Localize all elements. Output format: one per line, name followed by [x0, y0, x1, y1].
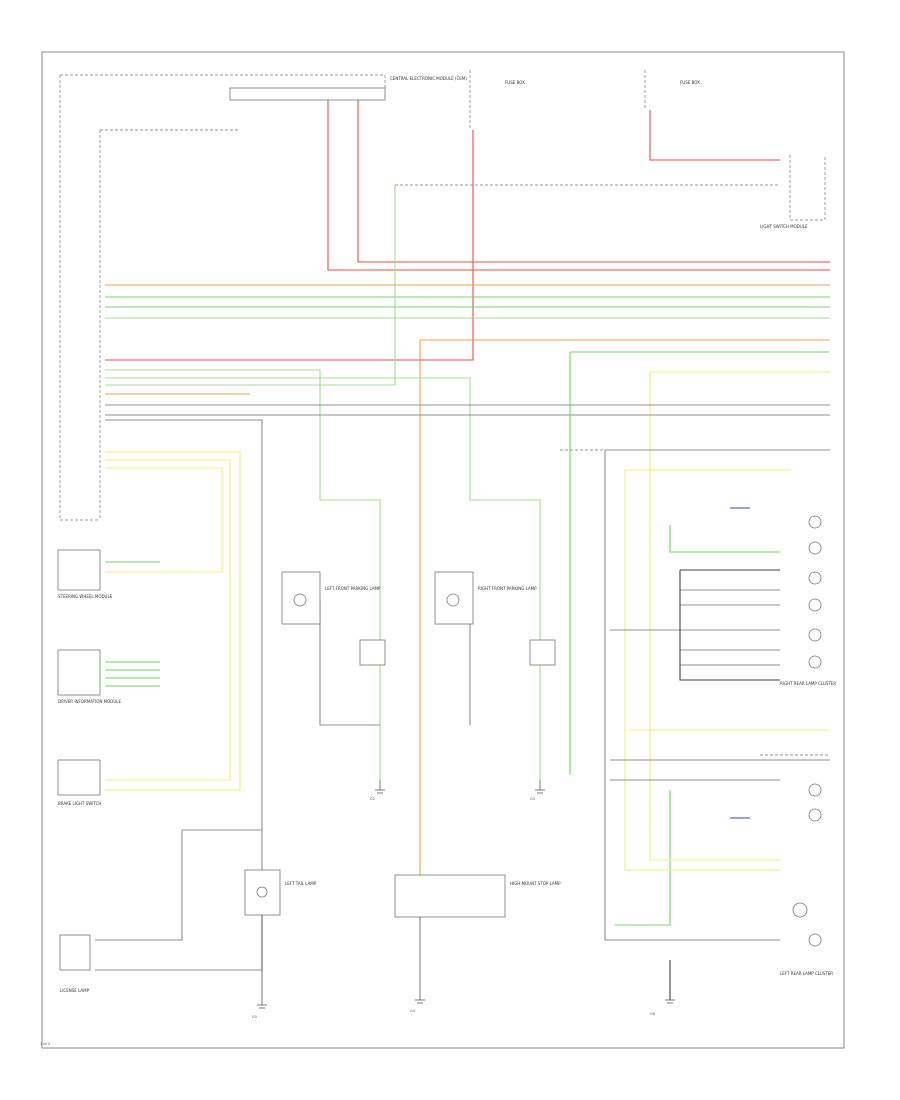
- green-wire-right-lamp: [105, 377, 541, 780]
- green-wire-top: [105, 185, 396, 386]
- yellow-wire-right-1: [649, 371, 830, 861]
- yellow-wire-3: [105, 467, 223, 573]
- green-wire-rear-1: [669, 525, 780, 553]
- gray-wire-left-down: [95, 419, 263, 971]
- ground-2-label: G3: [530, 797, 535, 801]
- central-module-inner: [99, 129, 240, 520]
- gray-wire-right-down: [604, 449, 830, 941]
- rear-bulb-4-icon: [808, 598, 822, 612]
- light-switch-boundary: [789, 155, 826, 221]
- ground-high-mount-icon: [415, 917, 425, 1004]
- central-module-label: CENTRAL ELECTRONIC MODULE (CEM): [390, 76, 467, 81]
- left-rear-cluster-label: LEFT REAR LAMP CLUSTER: [780, 971, 833, 976]
- light-switch-label: LIGHT SWITCH MODULE: [760, 224, 808, 229]
- central-module-connector: [229, 87, 386, 101]
- gray-wire-left-tail: [95, 829, 262, 941]
- rear-bulb-7-icon: [808, 783, 822, 797]
- high-mount-stop-box: [394, 874, 506, 918]
- license-lamp-left-box: [359, 639, 386, 666]
- green-wire-rear-2: [615, 790, 671, 926]
- ground-4-label: G5: [252, 1015, 257, 1019]
- fuse-box-left-label: FUSE BOX: [505, 80, 525, 85]
- right-front-lamp-box: [434, 571, 474, 625]
- fuse-box-right-label: FUSE BOX: [680, 80, 700, 85]
- red-wire-cem-2: [357, 100, 830, 263]
- orange-wire-down: [419, 339, 830, 890]
- green-wire-driver-info: [105, 661, 160, 687]
- rear-bulb-1-icon: [808, 515, 822, 529]
- gray-wire-right-lamps: [610, 589, 830, 781]
- left-front-lamp-label: LEFT FRONT PARKING LAMP: [325, 586, 381, 591]
- red-wire-cem-1: [327, 100, 830, 271]
- ground-left-front-icon: [375, 780, 385, 794]
- rear-bulb-5-icon: [808, 628, 822, 642]
- steering-wheel-module-label: STEERING WHEEL MODULE: [58, 594, 113, 599]
- brake-switch-box: [57, 759, 101, 796]
- page-label: 1 of 3: [40, 1042, 50, 1046]
- left-tail-lamp-box: [244, 869, 281, 916]
- license-lamp-box: [59, 934, 91, 971]
- rear-bulb-2-icon: [808, 541, 822, 555]
- green-wire-left-lamp: [105, 369, 381, 780]
- yellow-wire-2: [105, 459, 231, 781]
- rear-bulb-8-icon: [808, 808, 822, 822]
- left-tail-lamp-label: LEFT TAIL LAMP: [285, 881, 317, 886]
- red-wire-fuse-right: [649, 110, 780, 161]
- rear-bulb-10-icon: [808, 933, 822, 947]
- rear-bulb-6-icon: [808, 655, 822, 669]
- left-tail-bulb-icon: [256, 886, 268, 898]
- steering-wheel-module-box: [57, 549, 101, 591]
- dark-wire-rear-cluster: [679, 569, 780, 681]
- rear-bulb-3-icon: [808, 571, 822, 585]
- ground-3-label: G4: [410, 1009, 416, 1013]
- left-front-bulb-icon: [293, 593, 307, 607]
- right-front-bulb-icon: [446, 593, 460, 607]
- ground-left-tail-icon: [257, 915, 267, 1009]
- high-mount-stop-label: HIGH MOUNT STOP LAMP: [510, 881, 561, 886]
- rear-bulb-9-icon: [792, 902, 808, 918]
- yellow-wire-1: [105, 451, 241, 791]
- green-wire-right-1: [569, 351, 830, 775]
- license-lamp-right-box: [529, 639, 556, 666]
- ground-right-rear-icon: [665, 999, 675, 1004]
- diagram-frame: [41, 51, 845, 1049]
- dashed-connector-lines: [395, 184, 830, 756]
- red-wire-fuse-left: [105, 130, 474, 361]
- ground-right-front-icon: [535, 780, 545, 794]
- right-front-lamp-label: RIGHT FRONT PARKING LAMP: [478, 586, 537, 591]
- right-rear-cluster-label: RIGHT REAR LAMP CLUSTER: [780, 681, 836, 686]
- license-lamp-label: LICENSE LAMP: [60, 988, 90, 993]
- ground-1-label: G2: [370, 797, 375, 801]
- brake-switch-label: BRAKE LIGHT SWITCH: [58, 801, 101, 806]
- yellow-wire-right-2: [624, 469, 790, 871]
- left-front-lamp-box: [281, 571, 321, 625]
- ground-5-label: G6: [650, 1012, 655, 1016]
- driver-info-module-label: DRIVER INFORMATION MODULE: [58, 699, 122, 704]
- driver-info-module-box: [57, 649, 101, 696]
